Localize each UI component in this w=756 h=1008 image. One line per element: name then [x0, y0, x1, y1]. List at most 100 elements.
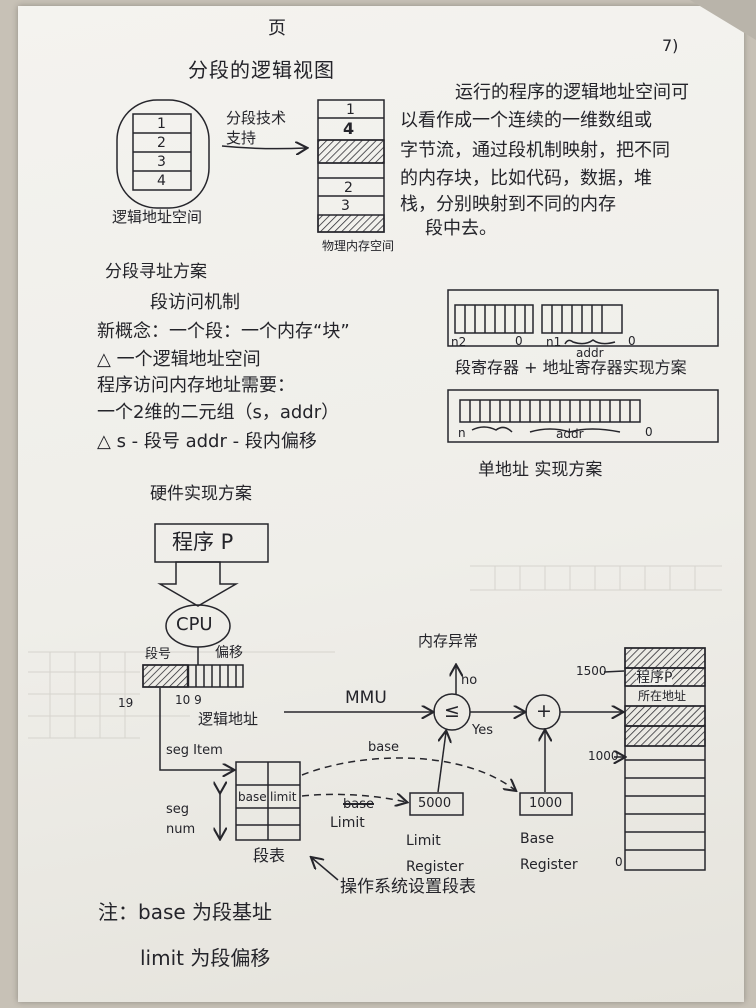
- limit-register-value: 5000: [418, 796, 452, 811]
- memory-location-label: 所在地址: [638, 689, 687, 703]
- physical-segment-label: 3: [341, 198, 350, 214]
- os-note-arrow: [312, 858, 339, 881]
- scheme1-address-bits: [551, 305, 603, 333]
- seg-item-label: seg Item: [166, 743, 223, 758]
- scheme1-addr-label: addr: [576, 346, 604, 360]
- logical-space-outline: [116, 99, 210, 209]
- mapping-label: 分段技术支持: [226, 109, 287, 147]
- offset-field-label: 偏移: [215, 645, 243, 661]
- mmu-label: MMU: [345, 688, 387, 708]
- physical-segment-label: 4: [343, 119, 355, 138]
- limit-register-box: [409, 792, 464, 816]
- scheme1-zero-label: 0: [628, 334, 636, 348]
- scheme1-label: 段寄存器 + 地址寄存器实现方案: [455, 358, 687, 377]
- limit-register-label: Limit Register: [406, 833, 464, 875]
- physical-segment-label: 2: [344, 180, 353, 196]
- memory-hatched-block: [624, 725, 706, 747]
- memory-base-address: 1000: [588, 749, 619, 763]
- description-line: 运行的程序的逻辑地址空间可: [455, 82, 689, 103]
- addressing-line: △ 一个逻辑地址空间: [97, 349, 261, 370]
- paper-sheet: [18, 6, 744, 1002]
- physical-segment-label: 1: [346, 102, 355, 118]
- back-sheet-corner: [690, 0, 756, 40]
- logical-view-title: 分段的逻辑视图: [188, 58, 335, 82]
- description-line: 字节流，通过段机制映射，把不同: [400, 140, 670, 161]
- bit-high-label: 19: [118, 696, 134, 710]
- base-flow-label: base: [368, 740, 399, 755]
- memory-program-label: 程序P: [636, 670, 673, 686]
- program-to-cpu-arrow: [157, 561, 239, 607]
- addressing-line: 程序访问内存地址需要：: [97, 375, 295, 396]
- table-limit-label: limit: [270, 790, 297, 804]
- hardware-heading: 硬件实现方案: [150, 484, 252, 504]
- description-line: 栈，分别映射到不同的内存: [400, 194, 616, 215]
- logical-address-register: [142, 664, 244, 688]
- scheme1-segment-register: [454, 304, 534, 334]
- description-line: 的内存块，比如代码，数据，堆: [400, 168, 652, 189]
- scheme2-address-bits: [469, 400, 631, 422]
- scheme2-addr-label: addr: [556, 427, 584, 441]
- mapping-arrow: [221, 146, 306, 149]
- scheme2-outer-box: [447, 389, 719, 443]
- scheme1-zero-label: 0: [515, 334, 523, 348]
- memory-row-dividers: [625, 667, 705, 851]
- logical-address-label: 逻辑地址: [198, 710, 259, 728]
- base-register-label: Base Register: [520, 831, 578, 873]
- yes-label: Yes: [472, 723, 493, 738]
- addressing-heading: 分段寻址方案: [105, 262, 207, 282]
- os-note: 操作系统设置段表: [340, 877, 476, 897]
- segment-field-bits: [142, 664, 189, 688]
- addressing-subheading: 段访问机制: [150, 292, 240, 313]
- add-symbol: +: [536, 700, 552, 722]
- description-line: 以看作成一个连续的一维数组或: [400, 110, 652, 131]
- struck-base-label: base: [343, 797, 374, 812]
- no-label: no: [461, 673, 478, 688]
- logical-segment-label: 3: [157, 154, 166, 170]
- limit-to-compare-arrow: [437, 732, 446, 793]
- scheme2-label: 单地址 实现方案: [478, 460, 603, 480]
- logical-segment-label: 1: [157, 116, 166, 132]
- addressing-line: △ s - 段号 addr - 段内偏移: [97, 431, 317, 452]
- memory-top-tick: [603, 670, 625, 673]
- note-base: 注：base 为段基址: [98, 900, 273, 924]
- bit-mid-label: 10 9: [175, 693, 202, 707]
- note-limit: limit 为段偏移: [140, 946, 271, 970]
- physical-space-label: 物理内存空间: [322, 239, 395, 253]
- scheme1-n1-label: n1: [546, 335, 562, 349]
- scheme1-segment-bits: [464, 305, 526, 333]
- bleed-through-grid: [28, 565, 722, 739]
- page-number: 7): [662, 36, 679, 55]
- seg-item-arrow: [159, 688, 233, 770]
- scheme2-n-label: n: [458, 426, 466, 440]
- description-line: 段中去。: [425, 218, 497, 239]
- segment-table-row-dividers: [236, 784, 300, 826]
- addressing-line: 新概念：一个段：一个内存“块”: [97, 321, 350, 342]
- table-base-label: base: [238, 790, 267, 804]
- memory-top-address: 1500: [576, 664, 607, 678]
- program-label: 程序 P: [172, 530, 234, 554]
- physical-hatched-block: [317, 139, 385, 164]
- scheme2-segment-brace: [471, 426, 513, 433]
- memory-hatched-block: [624, 647, 706, 669]
- offset-field-bits: [195, 665, 237, 687]
- logical-segment-label: 4: [157, 173, 166, 189]
- addressing-line: 一个2维的二元组（s，addr）: [97, 402, 340, 423]
- scheme1-addr-brace: [564, 339, 616, 345]
- memory-exception-label: 内存异常: [418, 632, 479, 650]
- scheme2-zero-label: 0: [645, 425, 653, 439]
- memory-hatched-block: [624, 705, 706, 727]
- logical-segment-label: 2: [157, 135, 166, 151]
- scheme2-addr-brace: [529, 428, 621, 433]
- seg-num-label: seg num: [166, 802, 196, 837]
- base-dashed-flow: [301, 757, 515, 790]
- compare-symbol: ≤: [444, 700, 460, 722]
- limit-dashed-flow: [301, 794, 406, 802]
- segment-field-label: 段号: [145, 647, 172, 662]
- scheme1-outer-box: [447, 289, 719, 347]
- cpu-label: CPU: [176, 614, 213, 635]
- physical-hatched-block: [317, 214, 385, 233]
- base-register-box: [519, 792, 573, 816]
- memory-zero-address: 0: [615, 855, 623, 869]
- logical-space-label: 逻辑地址空间: [112, 208, 203, 226]
